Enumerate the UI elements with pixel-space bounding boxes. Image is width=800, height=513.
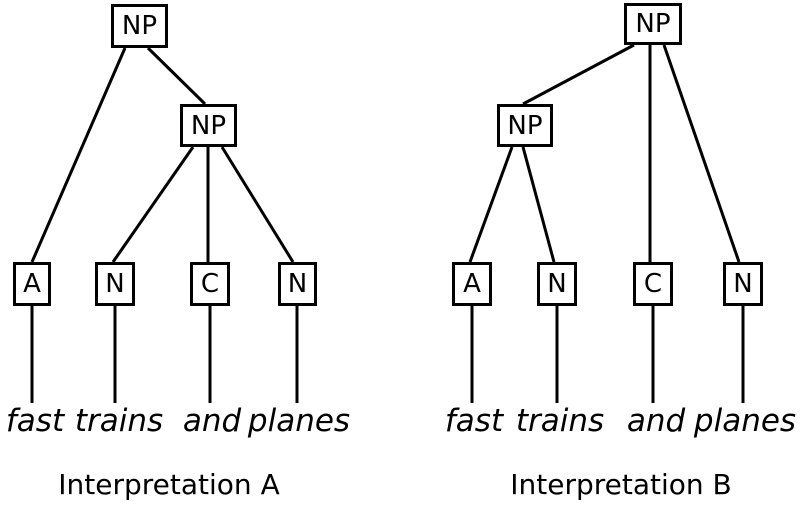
tree-a-word-fast: fast — [5, 403, 65, 439]
tree-a-node-np-inner: NP — [180, 104, 237, 147]
tree-b-node-n1: N — [537, 262, 577, 306]
edge-a-root-to-a — [30, 47, 127, 263]
edge-b-root-to-n2 — [662, 44, 741, 263]
tree-b-word-fast: fast — [444, 403, 504, 439]
tree-a-word-and: and — [182, 403, 242, 439]
tree-b-node-c: C — [633, 262, 673, 306]
tree-b-node-np-root: NP — [624, 3, 682, 45]
edge-b-np-to-a — [468, 146, 514, 263]
tree-a-word-planes: planes — [247, 403, 351, 439]
tree-a-node-c: C — [190, 262, 230, 306]
caption-interpretation-a: Interpretation A — [58, 468, 280, 501]
tree-b-word-trains: trains — [515, 403, 605, 439]
edge-a-np-to-n2 — [220, 146, 295, 263]
tree-a-word-trains: trains — [74, 403, 164, 439]
tree-a-node-a: A — [13, 262, 51, 306]
tree-b-node-n2: N — [723, 262, 763, 306]
tree-b-word-and: and — [626, 403, 686, 439]
tree-b-word-planes: planes — [693, 403, 797, 439]
tree-b-node-a: A — [452, 262, 492, 306]
edge-b-root-to-np — [522, 43, 635, 106]
edge-a-root-to-np — [146, 46, 207, 106]
tree-a-node-n1: N — [95, 262, 135, 306]
tree-a-node-n2: N — [278, 262, 317, 306]
caption-interpretation-b: Interpretation B — [510, 468, 732, 501]
tree-a-node-np-root: NP — [111, 4, 168, 48]
tree-b-node-np-inner: NP — [497, 104, 553, 147]
edge-a-np-to-n1 — [111, 146, 195, 263]
edge-b-np-to-n1 — [521, 146, 556, 263]
